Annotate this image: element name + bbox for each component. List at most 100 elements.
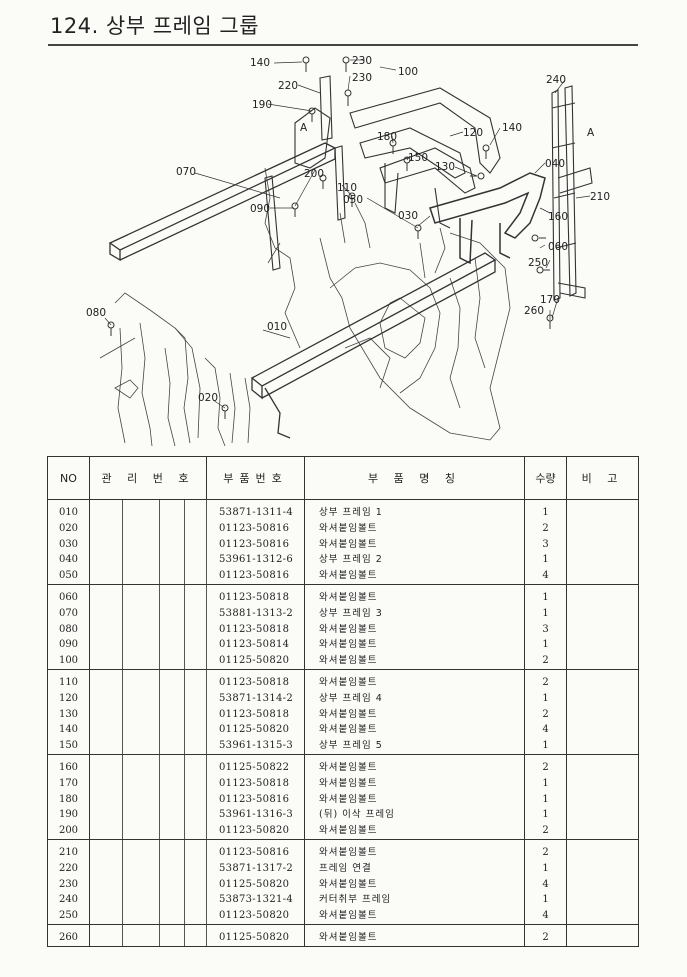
mgmt-cell (159, 722, 185, 739)
mgmt-cell (184, 552, 207, 569)
header-no: NO (47, 456, 90, 500)
mgmt-cell (89, 536, 123, 553)
mgmt-cell (89, 908, 123, 925)
row-number: 010 (47, 505, 90, 521)
part-number: 01123-50818 (206, 589, 305, 606)
row-number: 120 (47, 690, 90, 707)
mgmt-cell (159, 674, 185, 691)
callout-230-top: 230 (352, 55, 372, 67)
part-number: 53873-1321-4 (206, 892, 305, 909)
quantity: 3 (524, 536, 567, 553)
quantity: 3 (524, 621, 567, 638)
mgmt-cell (159, 706, 185, 723)
row-number: 140 (47, 722, 90, 739)
row-number: 240 (47, 892, 90, 909)
row-number: 110 (47, 674, 90, 691)
part-name: 프레임 연결 (304, 860, 525, 877)
mgmt-cell (184, 605, 207, 622)
quantity: 2 (524, 823, 567, 840)
part-name: 와셔붙임볼트 (304, 589, 525, 606)
quantity: 1 (524, 738, 567, 755)
mgmt-cell (184, 653, 207, 670)
mgmt-cell (89, 637, 123, 654)
row-number: 220 (47, 860, 90, 877)
callout-060: 060 (548, 241, 568, 253)
quantity: 1 (524, 637, 567, 654)
mgmt-cell (122, 621, 160, 638)
remarks-cell (566, 690, 639, 707)
mgmt-cell (122, 908, 160, 925)
mgmt-cell (184, 505, 207, 521)
part-name: 상부 프레임 5 (304, 738, 525, 755)
mgmt-cell (122, 844, 160, 861)
callout-080: 080 (86, 307, 106, 319)
quantity: 2 (524, 706, 567, 723)
callout-leader-lines (104, 59, 591, 409)
mgmt-cell (89, 552, 123, 569)
mgmt-cell (89, 876, 123, 893)
remarks-cell (566, 722, 639, 739)
mgmt-cell (89, 589, 123, 606)
title-divider (48, 44, 638, 46)
header-part-number: 부품번호 (206, 456, 305, 500)
remarks-cell (566, 706, 639, 723)
remarks-cell (566, 536, 639, 553)
mgmt-cell (184, 844, 207, 861)
mgmt-cell (159, 621, 185, 638)
mgmt-cell (184, 520, 207, 537)
part-number: 01125-50822 (206, 759, 305, 776)
mgmt-cell (159, 823, 185, 840)
callout-190: 190 (252, 99, 272, 111)
mgmt-cell (159, 791, 185, 808)
mgmt-cell (89, 706, 123, 723)
callout-labels: 140 230 100 230 220 240 190 A 120 140 18… (86, 55, 610, 404)
mgmt-cell (184, 568, 207, 585)
quantity: 1 (524, 690, 567, 707)
part-number: 01123-50818 (206, 621, 305, 638)
mgmt-cell (184, 536, 207, 553)
mgmt-cell (122, 536, 160, 553)
mgmt-cell (89, 844, 123, 861)
quantity: 1 (524, 807, 567, 824)
mgmt-cell (122, 505, 160, 521)
quantity: 1 (524, 775, 567, 792)
mgmt-cell (89, 520, 123, 537)
mgmt-cell (159, 775, 185, 792)
part-name: 와셔붙임볼트 (304, 759, 525, 776)
page-title: 124. 상부 프레임 그룹 (50, 14, 260, 38)
quantity: 1 (524, 552, 567, 569)
upper-frame-1 (250, 252, 497, 439)
mgmt-cell (89, 759, 123, 776)
quantity: 4 (524, 568, 567, 585)
quantity: 1 (524, 791, 567, 808)
mgmt-cell (184, 690, 207, 707)
quantity: 1 (524, 605, 567, 622)
mgmt-cell (122, 823, 160, 840)
upper-frame-3 (108, 142, 337, 262)
mgmt-cell (122, 738, 160, 755)
callout-030: 030 (398, 210, 418, 222)
mgmt-cell (159, 589, 185, 606)
mgmt-cell (159, 605, 185, 622)
callout-040: 040 (545, 158, 565, 170)
part-name: 와셔붙임볼트 (304, 908, 525, 925)
mgmt-cell (184, 929, 207, 947)
mgmt-cell (89, 722, 123, 739)
part-name: 상부 프레임 1 (304, 505, 525, 521)
quantity: 2 (524, 653, 567, 670)
mgmt-cell (184, 823, 207, 840)
mgmt-cell (122, 653, 160, 670)
quantity: 4 (524, 722, 567, 739)
mgmt-cell (184, 738, 207, 755)
callout-120: 120 (463, 127, 483, 139)
quantity: 1 (524, 589, 567, 606)
mgmt-cell (159, 759, 185, 776)
